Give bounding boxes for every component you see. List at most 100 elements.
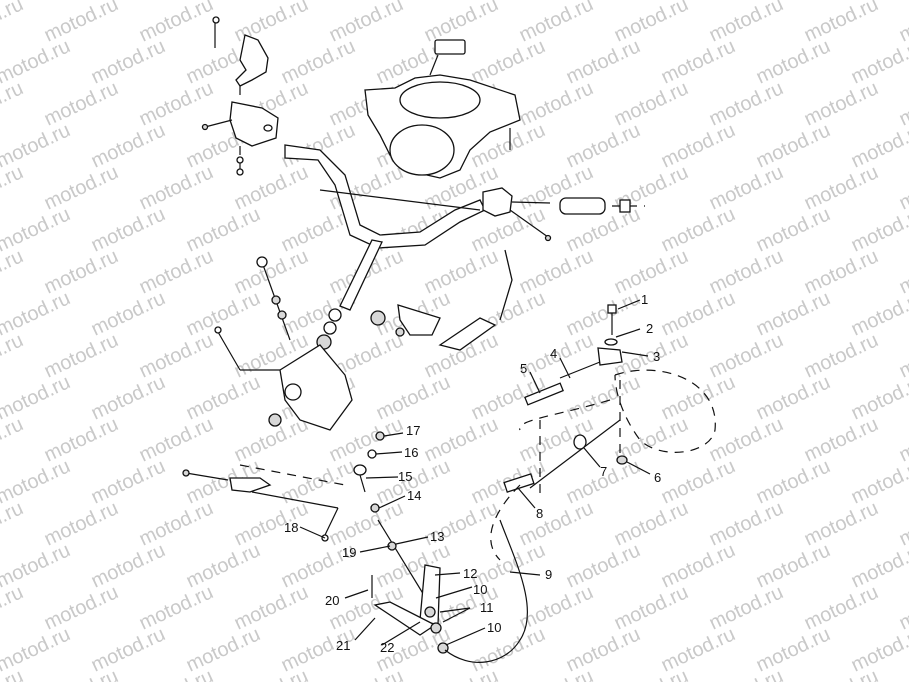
callout-9: 9 bbox=[545, 567, 552, 582]
watermark-text: motod.ru bbox=[278, 35, 359, 88]
watermark-text: motod.ru bbox=[896, 497, 909, 550]
watermark-text: motod.ru bbox=[0, 0, 27, 47]
watermark-text: motod.ru bbox=[611, 497, 692, 550]
watermark-text: motod.ru bbox=[896, 329, 909, 382]
watermark-text: motod.ru bbox=[278, 455, 359, 508]
callout-20: 20 bbox=[325, 593, 339, 608]
watermark-text: motod.ru bbox=[801, 77, 882, 130]
watermark-text: motod.ru bbox=[231, 161, 312, 214]
lever-assembly bbox=[490, 304, 716, 561]
watermark-text: motod.ru bbox=[563, 119, 644, 172]
watermark-text: motod.ru bbox=[848, 287, 909, 340]
watermark-text: motod.ru bbox=[801, 413, 882, 466]
watermark-text: motod.ru bbox=[658, 119, 739, 172]
watermark-text: motod.ru bbox=[706, 413, 787, 466]
watermark-text: motod.ru bbox=[41, 581, 122, 634]
watermark-text: motod.ru bbox=[88, 371, 169, 424]
callout-22: 22 bbox=[380, 640, 394, 655]
watermark-text: motod.ru bbox=[468, 623, 549, 676]
watermark-text: motod.ru bbox=[88, 203, 169, 256]
watermark-text: motod.ru bbox=[421, 413, 502, 466]
watermark-text: motod.ru bbox=[563, 35, 644, 88]
watermark-text: motod.ru bbox=[706, 245, 787, 298]
watermark-text: motod.ru bbox=[88, 119, 169, 172]
watermark-text: motod.ru bbox=[848, 623, 909, 676]
watermark-text: motod.ru bbox=[183, 287, 264, 340]
watermark-text: motod.ru bbox=[231, 665, 312, 682]
watermark-text: motod.ru bbox=[848, 35, 909, 88]
watermark-text: motod.ru bbox=[516, 497, 597, 550]
watermark-text: motod.ru bbox=[706, 77, 787, 130]
watermark-text: motod.ru bbox=[0, 497, 27, 550]
callout-7: 7 bbox=[600, 464, 607, 479]
watermark-text: motod.ru bbox=[706, 161, 787, 214]
watermark-text: motod.ru bbox=[801, 329, 882, 382]
watermark-text: motod.ru bbox=[658, 287, 739, 340]
watermark-text: motod.ru bbox=[753, 35, 834, 88]
watermark-text: motod.ru bbox=[706, 329, 787, 382]
watermark-text: motod.ru bbox=[848, 203, 909, 256]
callout-11: 11 bbox=[480, 600, 494, 615]
watermark-text: motod.ru bbox=[848, 539, 909, 592]
callout-3: 3 bbox=[653, 349, 660, 364]
watermark-text: motod.ru bbox=[516, 245, 597, 298]
watermark-text: motod.ru bbox=[753, 203, 834, 256]
callout-12: 12 bbox=[463, 566, 477, 581]
watermark-text: motod.ru bbox=[848, 119, 909, 172]
watermark-text: motod.ru bbox=[563, 539, 644, 592]
watermark-text: motod.ru bbox=[611, 581, 692, 634]
watermark-text: motod.ru bbox=[706, 665, 787, 682]
callout-17: 17 bbox=[406, 423, 420, 438]
upper-bracket-group bbox=[201, 16, 279, 176]
callout-labels: 1 2 3 4 5 6 7 8 9 10 10 11 12 13 14 15 1… bbox=[284, 292, 661, 655]
callout-13: 13 bbox=[430, 529, 444, 544]
watermark-text: motod.ru bbox=[88, 623, 169, 676]
watermark-text: motod.ru bbox=[41, 413, 122, 466]
watermark-text: motod.ru bbox=[563, 287, 644, 340]
callout-15: 15 bbox=[398, 469, 412, 484]
watermark-text: motod.ru bbox=[753, 119, 834, 172]
watermark-text: motod.ru bbox=[41, 245, 122, 298]
right-grip-group bbox=[482, 187, 645, 242]
watermark-text: motod.ru bbox=[41, 497, 122, 550]
watermark-text: motod.ru bbox=[611, 665, 692, 682]
watermark-text: motod.ru bbox=[0, 245, 27, 298]
watermark-text: motod.ru bbox=[611, 77, 692, 130]
watermark-text: motod.ru bbox=[183, 623, 264, 676]
watermark-text: motod.ru bbox=[658, 203, 739, 256]
watermark-text: motod.ru bbox=[801, 665, 882, 682]
watermark-text: motod.ru bbox=[0, 413, 27, 466]
steering-column bbox=[316, 239, 441, 350]
watermark-text: motod.ru bbox=[848, 371, 909, 424]
watermark-text: motod.ru bbox=[88, 35, 169, 88]
callout-2: 2 bbox=[646, 321, 653, 336]
watermark-text: motod.ru bbox=[183, 203, 264, 256]
watermark-text: motod.ru bbox=[136, 245, 217, 298]
watermark-text: motod.ru bbox=[326, 665, 407, 682]
rod-end-stack bbox=[353, 431, 385, 513]
watermark-text: motod.ru bbox=[136, 665, 217, 682]
watermark-text: motod.ru bbox=[848, 455, 909, 508]
watermark-text: motod.ru bbox=[136, 77, 217, 130]
callout-16: 16 bbox=[404, 445, 418, 460]
watermark-text: motod.ru bbox=[801, 161, 882, 214]
watermark-text: motod.ru bbox=[88, 455, 169, 508]
watermark-text: motod.ru bbox=[421, 665, 502, 682]
watermark-text: motod.ru bbox=[516, 581, 597, 634]
watermark-text: motod.ru bbox=[563, 623, 644, 676]
callout-19: 19 bbox=[342, 545, 356, 560]
callout-8: 8 bbox=[536, 506, 543, 521]
callout-21: 21 bbox=[336, 638, 350, 653]
watermark-text: motod.ru bbox=[896, 665, 909, 682]
watermark-text: motod.ru bbox=[0, 329, 27, 382]
watermark-text: motod.ru bbox=[326, 413, 407, 466]
watermark-text: motod.ru bbox=[658, 35, 739, 88]
steering-block bbox=[214, 256, 353, 431]
watermark-text: motod.ru bbox=[896, 581, 909, 634]
watermark-text: motod.ru bbox=[136, 413, 217, 466]
watermark-text: motod.ru bbox=[706, 581, 787, 634]
watermark-text: motod.ru bbox=[41, 329, 122, 382]
watermark-text: motod.ru bbox=[136, 161, 217, 214]
throttle-linkage bbox=[182, 464, 346, 542]
watermark-text: motod.ru bbox=[41, 161, 122, 214]
